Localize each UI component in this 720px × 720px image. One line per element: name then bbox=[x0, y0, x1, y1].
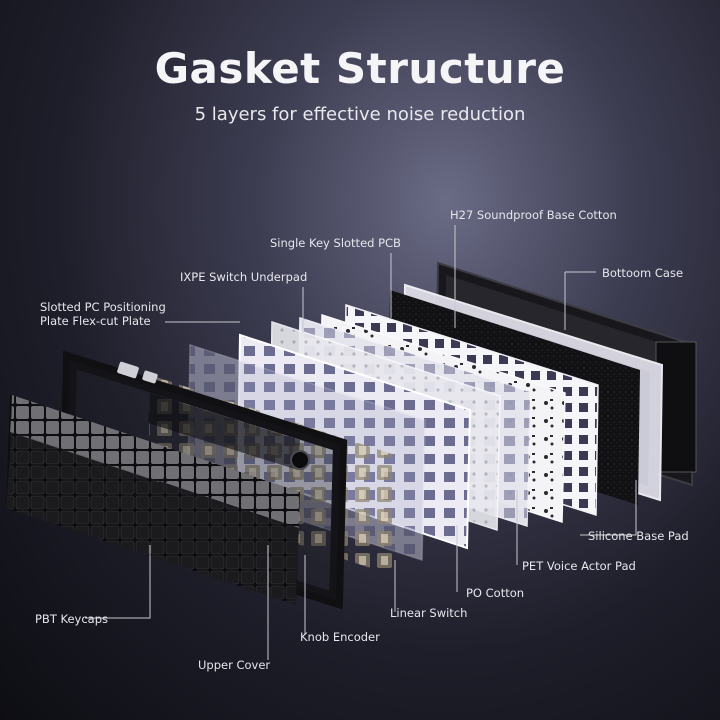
label-upper-cover: Upper Cover bbox=[198, 658, 271, 672]
label-pet-pad: PET Voice Actor Pad bbox=[522, 559, 636, 573]
label-knob-encoder: Knob Encoder bbox=[300, 630, 380, 644]
label-linear-switch: Linear Switch bbox=[390, 606, 468, 620]
label-soundproof-cotton: H27 Soundproof Base Cotton bbox=[450, 208, 617, 222]
page-subtitle: 5 layers for effective noise reduction bbox=[194, 104, 526, 125]
label-po-cotton: PO Cotton bbox=[466, 586, 525, 600]
label-ixpe-underpad: IXPE Switch Underpad bbox=[180, 270, 308, 284]
label-pbt-keycaps: PBT Keycaps bbox=[35, 612, 109, 626]
label-bottom-case: Bottoom Case bbox=[602, 266, 684, 280]
leader-lines bbox=[85, 225, 637, 660]
pbt-keycaps-layer bbox=[6, 395, 300, 605]
label-slotted-pcb: Single Key Slotted PCB bbox=[270, 236, 401, 250]
label-positioning-plate: Slotted PC Positioning Plate Flex-cut Pl… bbox=[40, 300, 166, 328]
knob-encoder-icon bbox=[290, 450, 310, 470]
page-title: Gasket Structure bbox=[154, 44, 566, 93]
label-silicone-pad: Silicone Base Pad bbox=[588, 529, 689, 543]
